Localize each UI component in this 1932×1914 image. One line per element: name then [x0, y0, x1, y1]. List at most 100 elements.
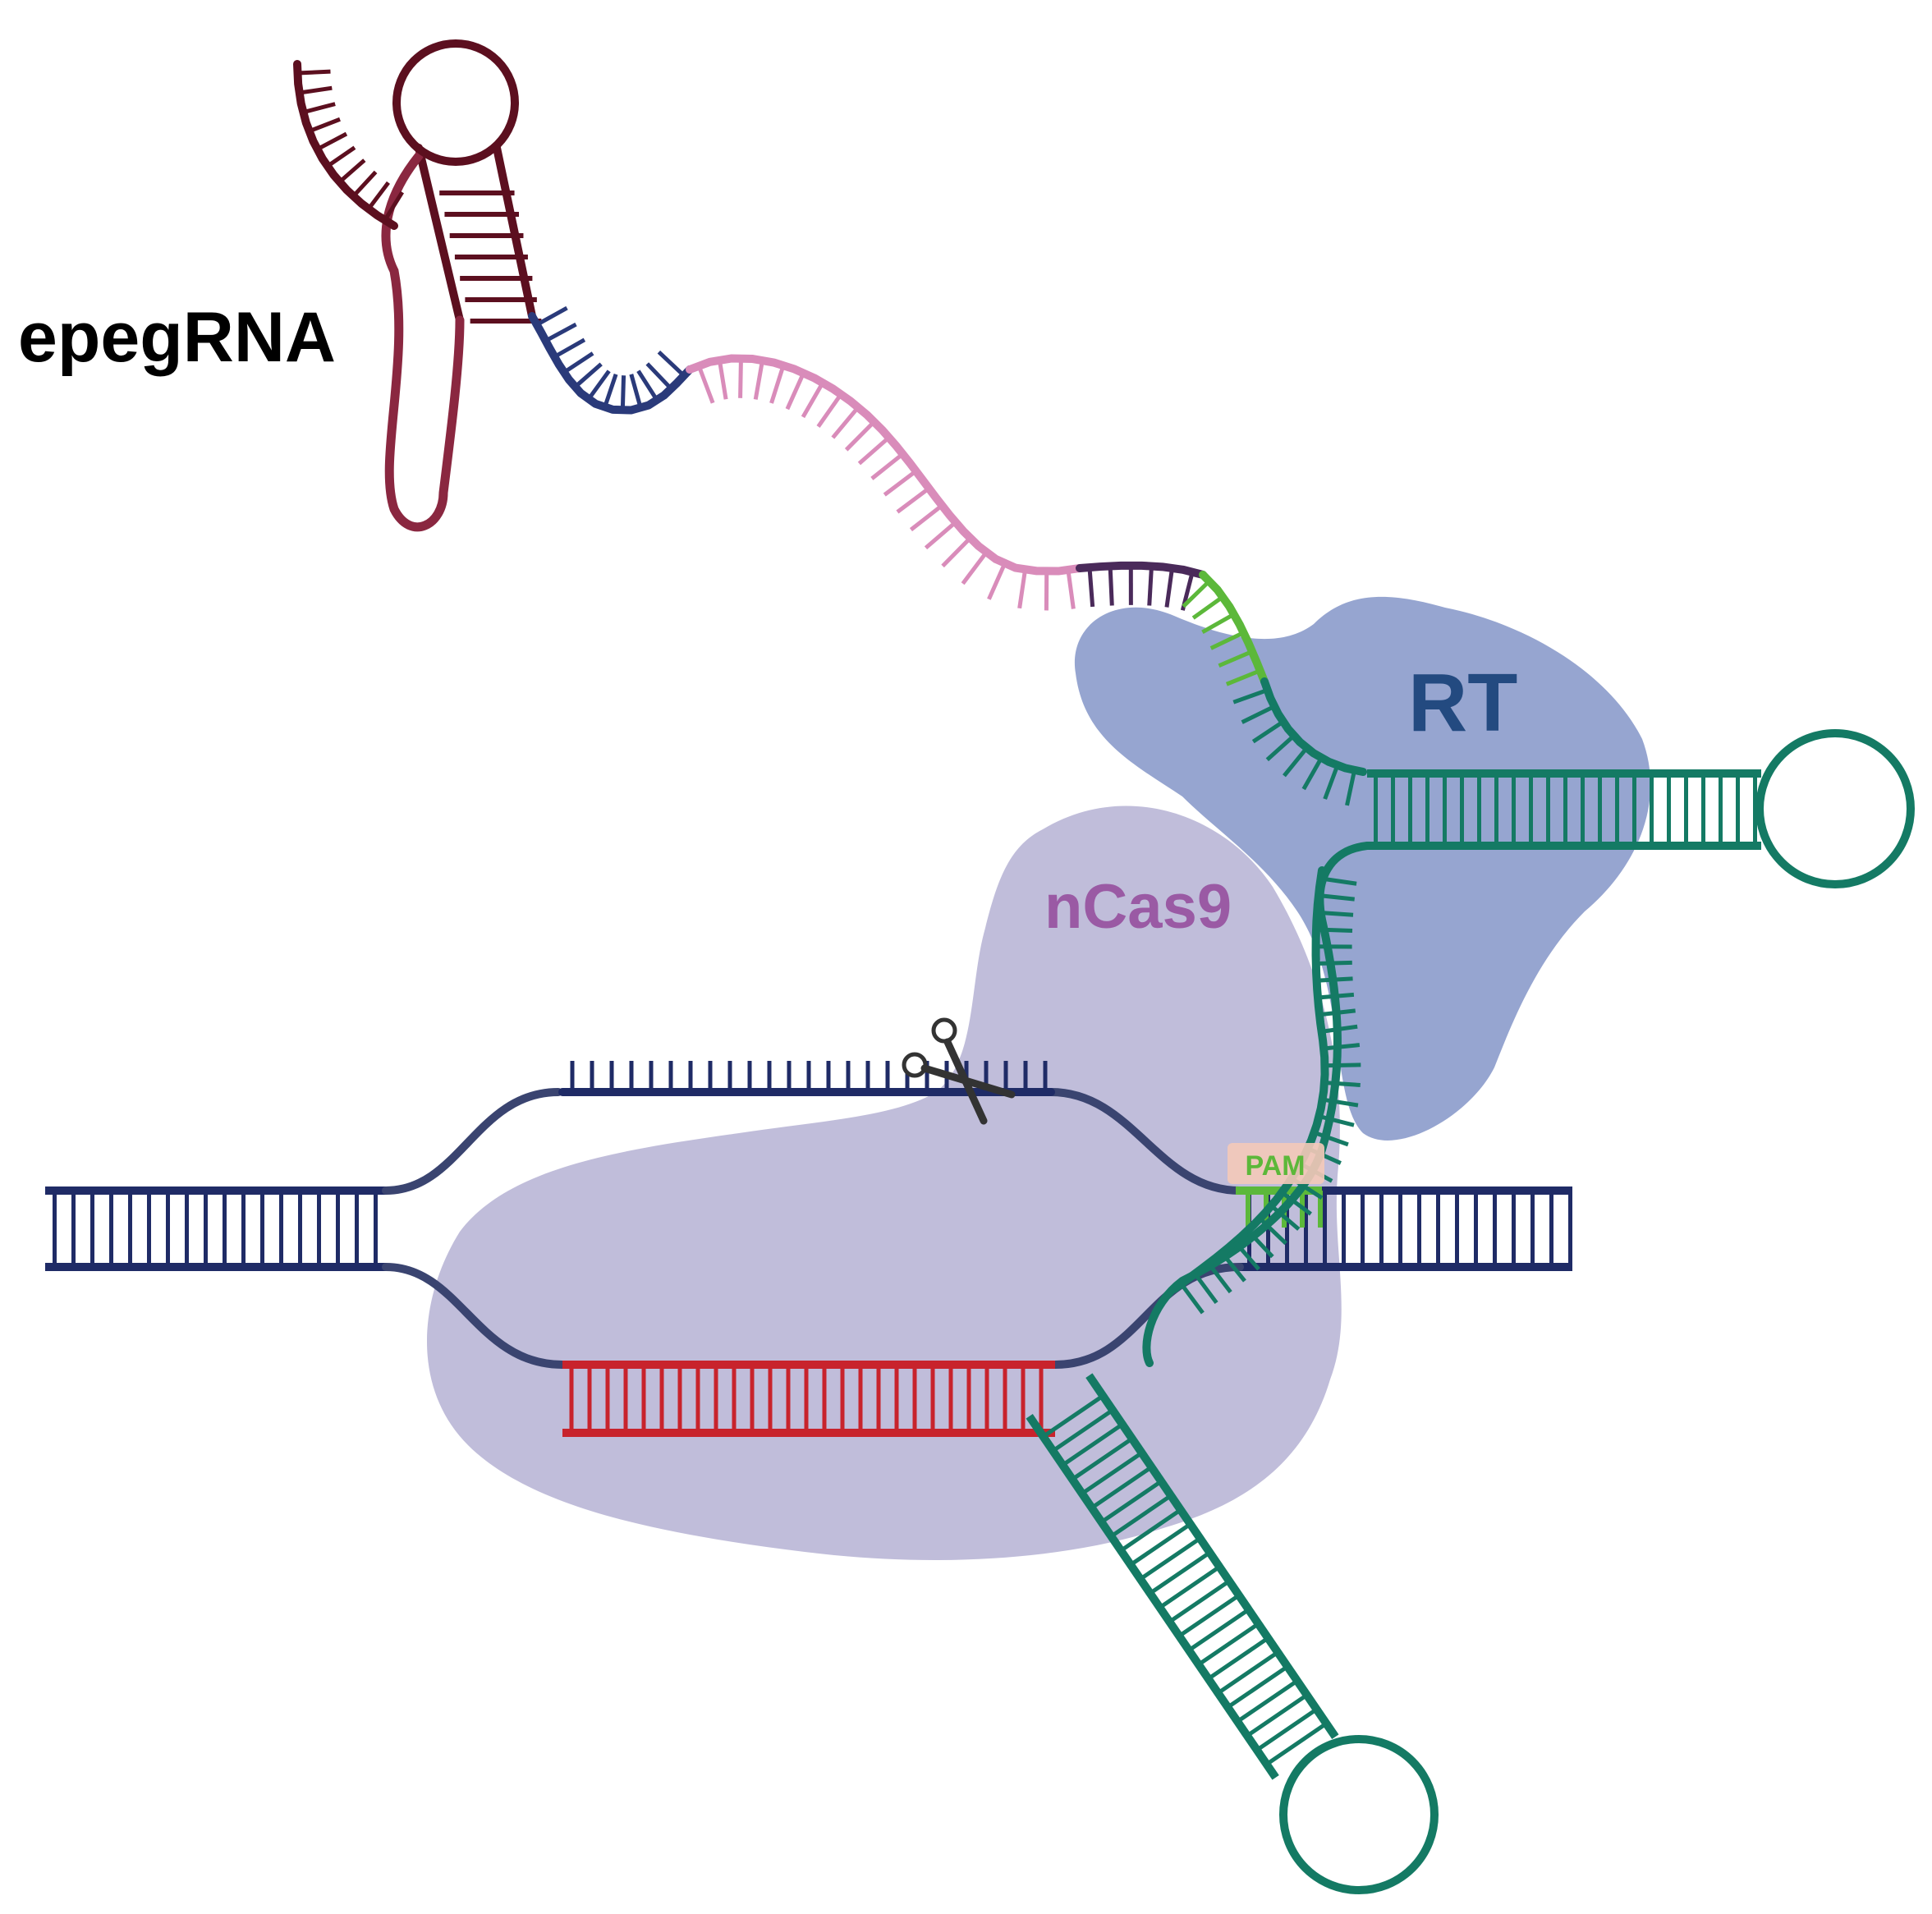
- lower-hairpin-base-pair: [1129, 1522, 1192, 1567]
- flap-strand-base: [1193, 1272, 1218, 1305]
- motif-strand-upper-base: [1232, 688, 1269, 705]
- flap-strand-base: [1319, 1008, 1356, 1017]
- flap-strand-base: [1179, 1283, 1205, 1315]
- rt-template-strand-base: [896, 486, 930, 514]
- rt-template-strand-base: [857, 435, 891, 466]
- rt-template-strand-base: [961, 550, 989, 585]
- lower-hairpin-base-pair: [1090, 1465, 1153, 1510]
- linker-strand-backbone: [1076, 561, 1207, 579]
- lower-hairpin-base-pair: [1226, 1664, 1289, 1710]
- epegrna-spacer-strand-base: [603, 374, 618, 408]
- flap-strand-base: [1324, 1080, 1361, 1087]
- motif-strand-upper-base: [1345, 769, 1357, 806]
- epegrna-label: epegRNA: [18, 298, 336, 377]
- flap-strand-base: [1317, 992, 1355, 1000]
- epegrna-spacer-strand-base: [645, 362, 673, 391]
- dna-bubble-bottom-right: [1051, 1263, 1244, 1369]
- rt-protein-blob: [1074, 596, 1651, 1141]
- rt-template-strand-backbone: [686, 354, 1084, 576]
- pbs-strand-base: [1225, 668, 1261, 686]
- epegrna-spacer-strand-base: [620, 375, 626, 411]
- flap-strand-base: [1315, 960, 1352, 966]
- scaffold-arc-base: [302, 102, 336, 115]
- linker-strand-base: [1164, 567, 1175, 608]
- lower-hairpin-base-pair: [1207, 1636, 1269, 1681]
- flap-strand-base: [1233, 1240, 1260, 1271]
- pbs-strand-base: [1209, 631, 1245, 650]
- rt-template-strand-base: [769, 365, 786, 404]
- epegrna-spacer-strand-base: [562, 351, 594, 374]
- rt-template-strand-base: [924, 521, 957, 550]
- lower-hairpin-base-pair: [1168, 1579, 1231, 1624]
- scaffold-arc-base: [351, 170, 378, 198]
- motif-strand-upper-base: [1251, 719, 1285, 744]
- scaffold-arc-base: [326, 145, 356, 168]
- pbs-strand-base: [1191, 595, 1224, 620]
- rt-template-strand-base: [785, 372, 805, 411]
- lower-hairpin-base-pair: [1139, 1536, 1201, 1581]
- lower-hairpin-base-pair: [1177, 1593, 1241, 1638]
- flap-strand-base: [1320, 876, 1357, 886]
- lower-hairpin-base-pair: [1042, 1393, 1104, 1439]
- epegrna-spacer-strand-base: [544, 322, 577, 343]
- flap-strand-base: [1316, 976, 1353, 983]
- lower-hairpin-base-pair: [1109, 1494, 1173, 1539]
- flap-strand-base: [1321, 1024, 1358, 1034]
- flap-strand-base: [1220, 1251, 1246, 1283]
- flap-strand-backbone: [1170, 866, 1329, 1293]
- lower-hairpin-base-pair: [1246, 1693, 1309, 1738]
- flap-strand-base: [1318, 893, 1355, 902]
- lower-hairpin-strand-b: [1085, 1373, 1339, 1740]
- flap-strand-base: [1316, 910, 1354, 917]
- rt-template-strand-base: [870, 452, 904, 480]
- rt-label: RT: [1408, 657, 1517, 749]
- lower-hairpin-base-pair: [1149, 1550, 1211, 1595]
- scaffold-stem-right: [493, 144, 536, 320]
- motif-strand-upper-base: [1283, 746, 1309, 778]
- epegrna-spacer-strand-backbone: [528, 312, 694, 415]
- flap-strand-base: [1206, 1262, 1232, 1294]
- epegrna-spacer-strand-base: [629, 374, 643, 408]
- lower-hairpin-base-pair: [1071, 1436, 1134, 1481]
- rt-template-strand-base: [717, 360, 728, 400]
- scaffold-stem-left: [415, 144, 464, 324]
- lower-hairpin-base-pair: [1265, 1722, 1328, 1766]
- lower-hairpin-base-pair: [1236, 1678, 1299, 1724]
- dna-bubble-top-right: [1047, 1088, 1244, 1195]
- rt-template-strand-base: [909, 503, 943, 532]
- epegrna-spacer-strand-base: [657, 350, 686, 378]
- flap-strand-base: [1322, 1097, 1359, 1108]
- rt-template-strand-base: [816, 392, 843, 428]
- epegrna-spacer-strand-base: [553, 337, 586, 359]
- lower-hairpin-strand-a: [1026, 1413, 1279, 1780]
- flap-strand-base: [1323, 1043, 1361, 1051]
- lower-hairpin-base-pair: [1159, 1565, 1221, 1609]
- pam-box: [1228, 1143, 1324, 1184]
- scaffold-arc-base: [366, 181, 390, 210]
- pbs-strand-backbone: [1199, 571, 1269, 686]
- lower-hairpin-base-pair: [1197, 1622, 1260, 1667]
- linker-strand-base: [1108, 566, 1114, 606]
- motif-strand-upper-base: [1301, 756, 1324, 791]
- flap-strand-base: [1315, 927, 1353, 934]
- motif-strand-upper-base: [1241, 704, 1276, 724]
- flap-strand-base: [1324, 1063, 1361, 1068]
- pbs-strand-base: [1201, 613, 1235, 635]
- scaffold-arc-base: [316, 131, 348, 151]
- rt-template-strand-base: [844, 420, 876, 452]
- epegrna-spacer-strand-base: [587, 369, 611, 401]
- linker-strand-base: [1147, 566, 1154, 606]
- scissors-icon: [902, 1017, 1016, 1125]
- rt-template-hairpin-loop: [1755, 729, 1915, 888]
- lower-hairpin-base-pair: [1051, 1408, 1114, 1453]
- rt-template-strand-base: [1066, 569, 1076, 609]
- motif-strand-upper-backbone: [1260, 677, 1367, 776]
- rt-template-strand-base: [941, 536, 972, 568]
- rt-template-strand-base: [987, 562, 1007, 600]
- scaffold-arc-base: [383, 190, 404, 222]
- dna-bubble-bottom-left: [382, 1263, 567, 1369]
- rt-template-strand-base: [801, 382, 825, 419]
- motif-strand-upper-base: [1265, 734, 1296, 762]
- scaffold-loop: [392, 39, 519, 166]
